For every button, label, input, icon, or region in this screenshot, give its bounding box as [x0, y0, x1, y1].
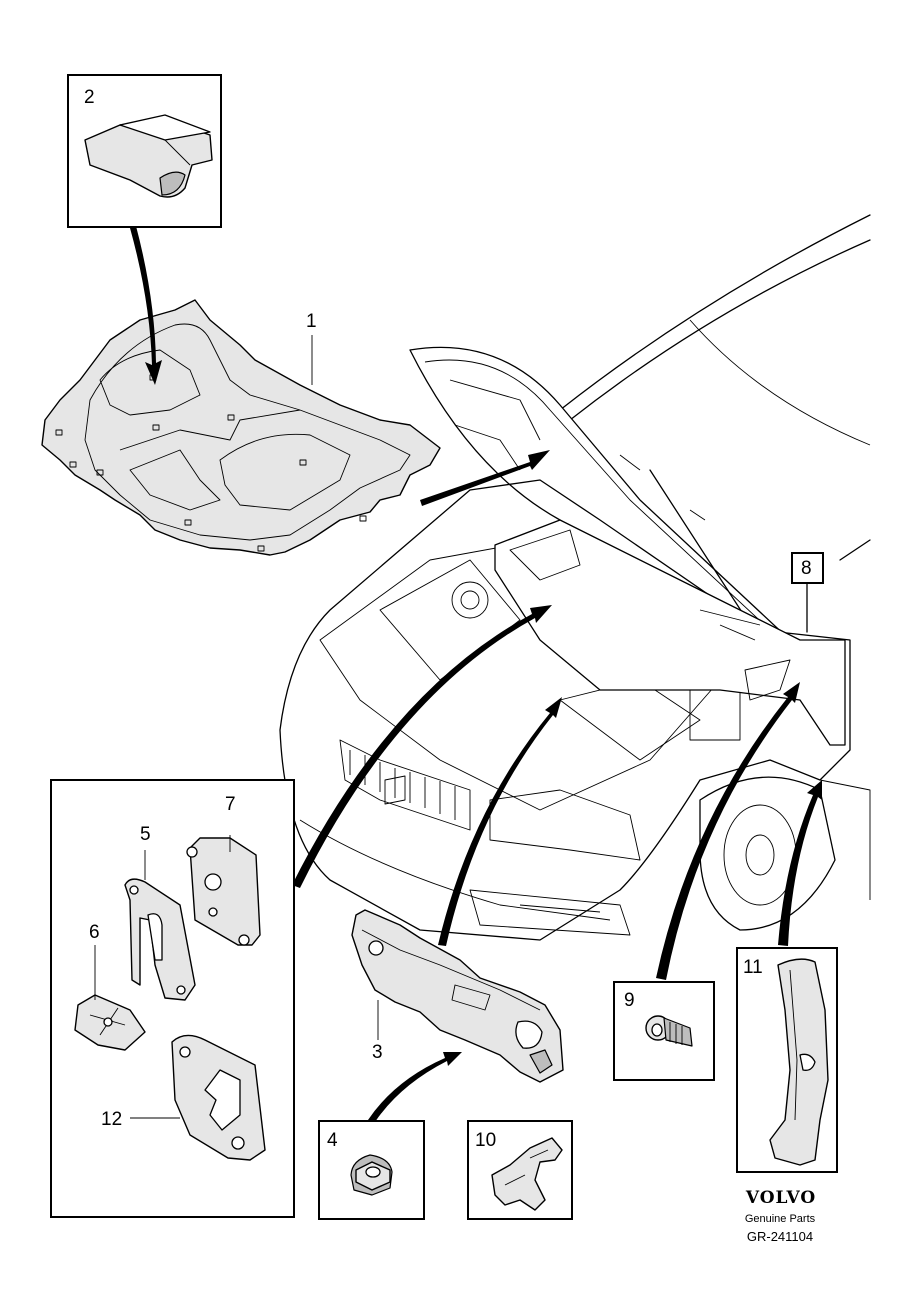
callout-12: 12	[101, 1109, 122, 1130]
callout-10: 10	[475, 1130, 496, 1151]
callout-1: 1	[306, 311, 317, 332]
pointer-arrows	[130, 226, 822, 1122]
callout-4: 4	[327, 1130, 338, 1151]
callout-box-10	[467, 1120, 573, 1220]
callout-6: 6	[89, 922, 100, 943]
callout-box-11	[736, 947, 838, 1173]
car-illustration	[279, 214, 871, 941]
callout-11: 11	[743, 957, 763, 978]
callout-5: 5	[140, 824, 151, 845]
panel-part	[351, 909, 564, 1083]
callout-3: 3	[372, 1042, 383, 1063]
leader-lines	[94, 335, 379, 1119]
callout-box-brackets	[50, 779, 295, 1218]
brand-subtitle: Genuine Parts	[744, 1213, 816, 1225]
callout-box-2	[67, 74, 222, 228]
callout-7: 7	[225, 794, 236, 815]
brand-logo: VOLVO	[745, 1188, 817, 1208]
callout-box-8	[791, 552, 824, 633]
callout-box-4	[318, 1120, 425, 1220]
hood-insulation-part	[41, 299, 441, 556]
callout-2: 2	[84, 87, 95, 108]
callout-8: 8	[801, 558, 812, 579]
diagram-reference: GR-241104	[746, 1229, 814, 1244]
callout-box-9	[613, 981, 715, 1081]
callout-9: 9	[624, 990, 635, 1011]
callout-labels: 1 2 3 4 5 6 7 8 9 10 11 12	[84, 87, 812, 1151]
